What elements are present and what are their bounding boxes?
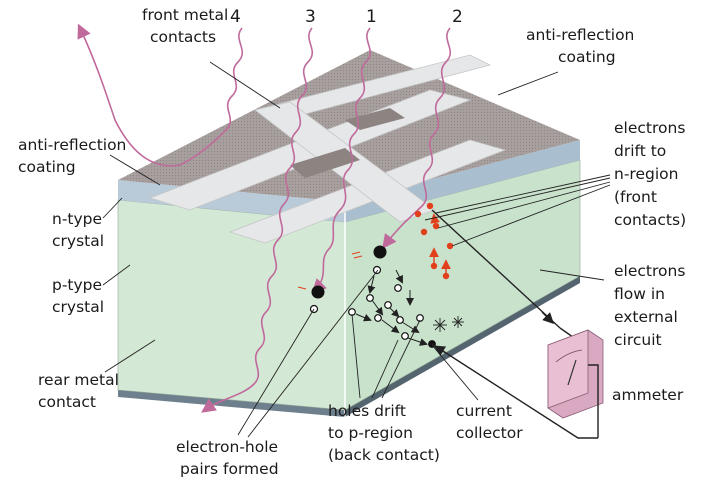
hole-dot [372, 265, 382, 275]
electron-dot [311, 285, 325, 299]
label-n-type-crystal: n-type crystal [52, 210, 107, 250]
drifting-holes [348, 284, 436, 348]
current-arrow-bottom [433, 345, 447, 357]
current-arrow-top [541, 311, 554, 324]
ray-4 [77, 23, 244, 167]
label-anti-reflection-left: anti-reflection coating [18, 136, 131, 176]
contact-recesses [290, 108, 405, 178]
electron-dot [373, 245, 387, 259]
motion-dashes [297, 251, 363, 290]
ray-label-2: 2 [452, 7, 463, 27]
label-holes-drift: holes drift to p-region (back contact) [328, 402, 440, 464]
label-p-type-crystal: p-type crystal [52, 276, 107, 316]
rear-contact-side [345, 276, 580, 417]
label-anti-reflection-right: anti-reflection coating [526, 26, 639, 66]
label-electron-hole-pairs: electron-hole pairs formed [176, 438, 283, 478]
rear-contact-front [118, 390, 345, 417]
ray-label-3: 3 [305, 7, 316, 27]
ammeter [547, 329, 604, 419]
label-electrons-flow: electrons flow in external circuit [614, 262, 690, 349]
leader-lines [102, 61, 611, 438]
label-rear-metal-contact: rear metal contact [38, 371, 124, 411]
label-ammeter: ammeter [612, 386, 684, 404]
ray-label-1: 1 [366, 7, 377, 27]
current-collector-spark [433, 316, 464, 332]
ray-3 [201, 27, 314, 413]
ammeter-wire [588, 364, 599, 438]
ammeter-needle [567, 359, 577, 386]
ray-2 [382, 27, 452, 249]
ray-1 [311, 27, 372, 294]
label-front-metal-contacts: front metal contacts [142, 6, 233, 46]
ray-label-4: 4 [230, 7, 241, 27]
label-current-collector: current collector [456, 402, 523, 442]
label-electrons-drift: electrons drift to n-region (front conta… [614, 119, 690, 229]
light-rays [77, 23, 452, 413]
